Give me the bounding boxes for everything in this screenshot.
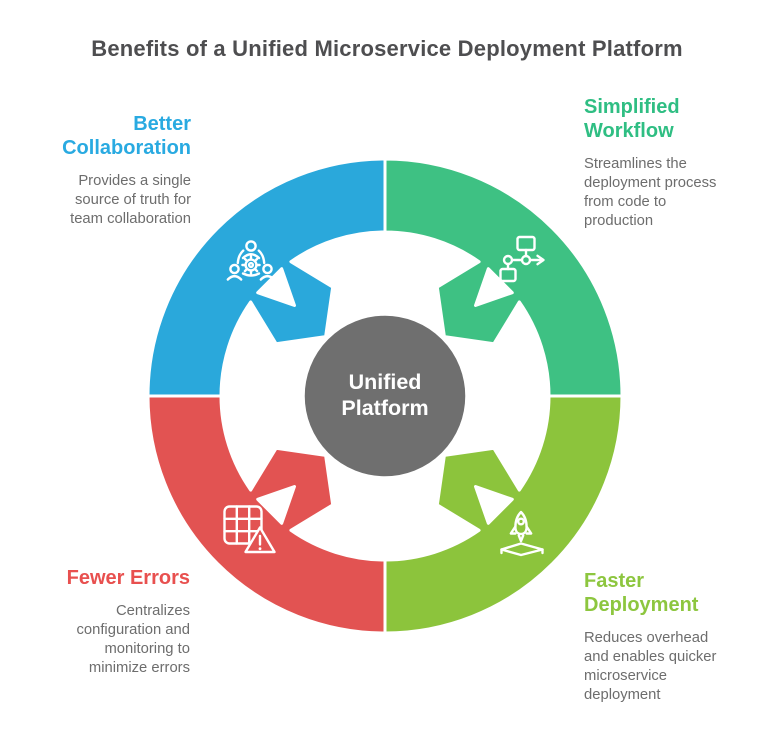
benefit-description: Provides a single source of truth for te… [70,173,191,227]
center-label-line2: Platform [341,396,428,420]
center-label-line1: Unified [349,370,422,394]
cycle-diagram: Unified Platform [146,157,624,635]
benefit-faster-deployment: Faster Deployment Reduces overhead and e… [584,569,774,705]
workflow-icon [499,235,545,283]
benefit-description: Reduces overhead and enables quicker mic… [584,630,717,703]
benefit-heading: Faster Deployment [584,570,699,616]
team-gear-icon [226,240,276,281]
benefit-description: Centralizes configuration and monitoring… [76,603,190,676]
rocket-launch-icon [500,510,544,557]
benefit-better-collaboration: Better Collaboration Provides a single s… [1,112,191,229]
benefit-heading: Better Collaboration [62,113,191,159]
benefit-heading: Simplified Workflow [584,96,680,142]
grid-alert-icon [223,505,276,554]
benefit-fewer-errors: Fewer Errors Centralizes configuration a… [0,566,190,678]
benefit-heading: Fewer Errors [66,567,190,589]
benefit-description: Streamlines the deployment process from … [584,156,717,229]
page-title: Benefits of a Unified Microservice Deplo… [91,36,683,61]
benefit-simplified-workflow: Simplified Workflow Streamlines the depl… [584,95,774,231]
center-circle [301,312,469,480]
